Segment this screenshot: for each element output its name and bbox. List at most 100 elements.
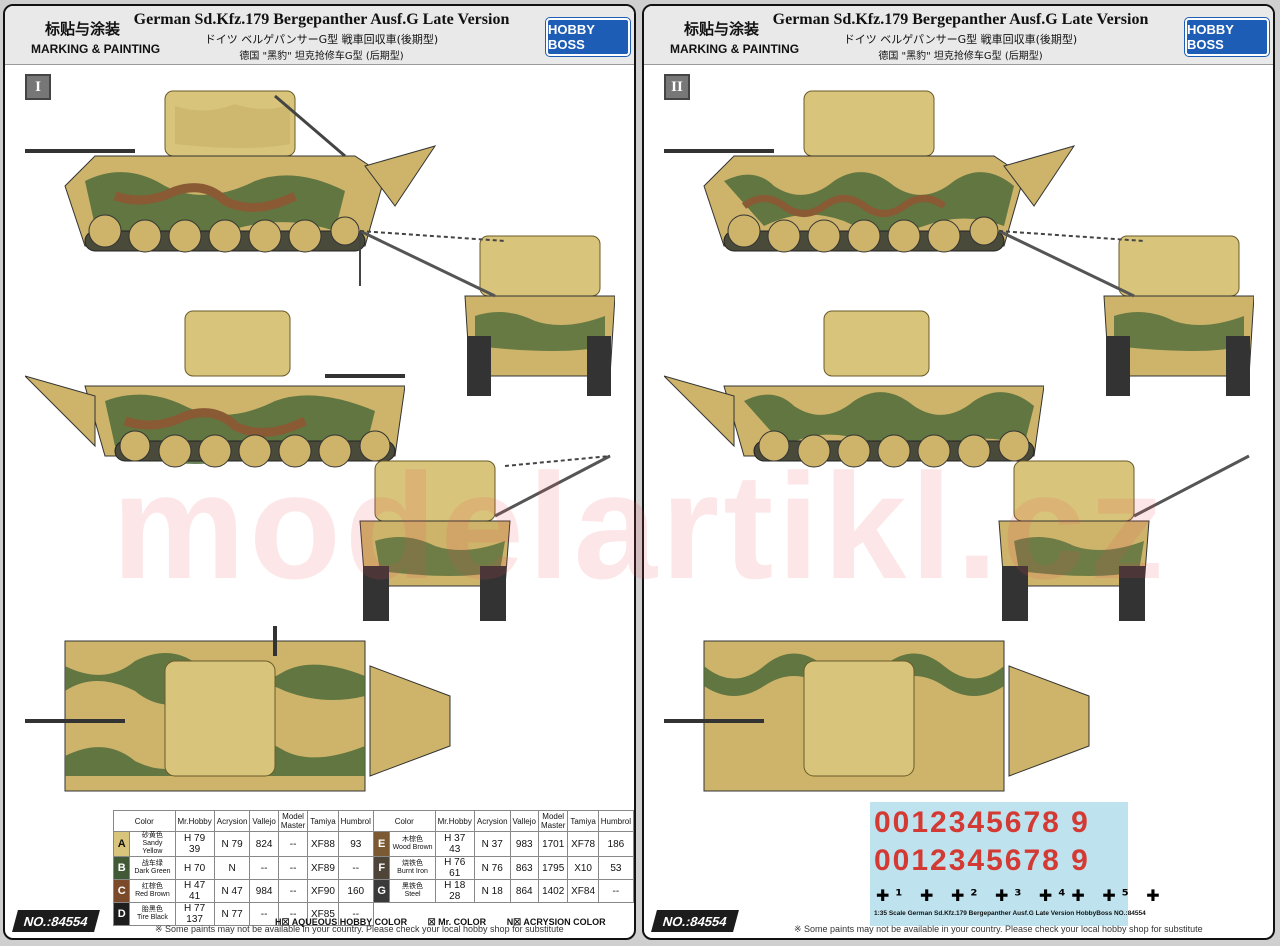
legend-aqueous: H☒ AQUEOUS HOBBY COLOR	[275, 917, 408, 927]
th-acrysion-2: Acrysion	[473, 810, 511, 832]
decal-caption: 1:35 Scale German Sd.Kfz.179 Bergepanthe…	[874, 910, 1146, 917]
cell-hobby: H 77 137	[174, 902, 215, 926]
cell-acrysion: N 79	[213, 831, 251, 857]
swatch-e: E	[372, 831, 391, 857]
cell-hobby: H 76 61	[434, 856, 475, 880]
legend-mrcolor: ☒ Mr. COLOR	[427, 917, 487, 927]
cell-tamiya: XF89	[307, 856, 339, 880]
legend-acrysion: N☒ ACRYSION COLOR	[506, 917, 606, 927]
vehicle-front-view	[998, 229, 1254, 396]
vehicle-top-view	[664, 640, 1090, 792]
product-number: NO.:84554	[651, 910, 739, 932]
th-mrhobby: Mr.Hobby	[174, 810, 215, 832]
th-tamiya: Tamiya	[307, 810, 339, 832]
vehicle-front-view	[359, 229, 615, 396]
cell-humbrol: 186	[597, 831, 634, 857]
cell-acrysion: N 77	[213, 902, 251, 926]
cell-vallejo: --	[249, 902, 279, 926]
swatch-d: D	[112, 902, 131, 926]
th-color-2: Color	[372, 810, 436, 832]
cell-tamiya: X10	[567, 856, 599, 880]
vehicle-rear-view	[359, 454, 611, 621]
cell-tamiya: XF78	[567, 831, 599, 857]
swatch-f: F	[372, 856, 391, 880]
decal-sheet: 0012345678 9 0012345678 9 ✚¹ ✚ ✚² ✚³ ✚⁴✚…	[870, 802, 1160, 926]
cell-vallejo: --	[249, 856, 279, 880]
th-color: Color	[113, 810, 176, 832]
instruction-sheet-2: 标贴与涂装 MARKING & PAINTING German Sd.Kfz.1…	[642, 4, 1275, 940]
color-table-1: Color Mr.Hobby Acrysion Vallejo Model Ma…	[112, 810, 634, 926]
vehicle-side-view-right	[25, 310, 405, 468]
th-vallejo-2: Vallejo	[509, 810, 539, 832]
th-humbrol: Humbrol	[337, 810, 374, 832]
vehicle-side-view-right	[664, 310, 1044, 468]
cell-hobby: H 37 43	[434, 831, 475, 857]
decal-crosses: ✚¹ ✚ ✚² ✚³ ✚⁴✚ ✚⁵ ✚	[876, 886, 1166, 905]
cell-master: 1795	[537, 856, 569, 880]
swatch-a: A	[112, 831, 131, 857]
th-humbrol-2: Humbrol	[597, 810, 634, 832]
cell-acrysion: N 37	[473, 831, 511, 857]
cell-humbrol: --	[337, 856, 374, 880]
th-vallejo: Vallejo	[249, 810, 279, 832]
sheet-header: 标贴与涂装 MARKING & PAINTING German Sd.Kfz.1…	[644, 6, 1273, 65]
model-title-cn: 德国 "黑豹" 坦克抢修车G型 (后期型)	[239, 51, 404, 62]
cell-acrysion: N	[213, 856, 251, 880]
th-modelmaster: Model Master	[277, 810, 309, 832]
cell-humbrol: --	[597, 879, 634, 903]
cell-tamiya: XF85	[307, 902, 339, 926]
cell-master: --	[277, 879, 309, 903]
cell-acrysion: N 18	[473, 879, 511, 903]
instruction-sheet-1: 标贴与涂装 MARKING & PAINTING German Sd.Kfz.1…	[3, 4, 636, 940]
cell-hobby: H 47 41	[174, 879, 215, 903]
model-title-jp: ドイツ ベルゲパンサーG型 戦車回収車(後期型)	[843, 33, 1078, 46]
cell-tamiya: XF90	[307, 879, 339, 903]
cell-master: --	[277, 831, 309, 857]
cell-humbrol: 160	[337, 879, 374, 903]
cell-vallejo: 863	[509, 856, 539, 880]
scheme-badge: II	[664, 74, 690, 100]
cell-vallejo: 824	[249, 831, 279, 857]
product-number: NO.:84554	[12, 910, 100, 932]
model-title-en: German Sd.Kfz.179 Bergepanther Ausf.G La…	[772, 11, 1149, 28]
paint-legend: H☒ AQUEOUS HOBBY COLOR ☒ Mr. COLOR N☒ AC…	[275, 917, 624, 928]
cell-acrysion: N 47	[213, 879, 251, 903]
cell-humbrol: --	[337, 902, 374, 926]
swatch-c: C	[112, 879, 131, 903]
model-title-cn: 德国 "黑豹" 坦克抢修车G型 (后期型)	[878, 51, 1043, 62]
scheme-badge: I	[25, 74, 51, 100]
cell-hobby: H 70	[174, 856, 215, 880]
marking-title-cn: 标贴与涂装	[684, 20, 760, 38]
cell-tamiya: XF88	[307, 831, 339, 857]
marking-title-cn: 标贴与涂装	[45, 20, 121, 38]
cell-hobby: H 18 28	[434, 879, 475, 903]
th-tamiya-2: Tamiya	[567, 810, 599, 832]
decal-digits-row-2: 0012345678 9	[874, 844, 1090, 877]
cell-master: --	[277, 902, 309, 926]
cell-tamiya: XF84	[567, 879, 599, 903]
vehicle-top-view	[25, 626, 451, 792]
vehicle-rear-view	[998, 454, 1250, 621]
th-mrhobby-2: Mr.Hobby	[434, 810, 475, 832]
sheet-header: 标贴与涂装 MARKING & PAINTING German Sd.Kfz.1…	[5, 6, 634, 65]
hobbyboss-logo: HOBBY BOSS	[546, 18, 630, 56]
cell-master: --	[277, 856, 309, 880]
cell-master: 1701	[537, 831, 569, 857]
cell-vallejo: 983	[509, 831, 539, 857]
th-modelmaster-2: Model Master	[537, 810, 569, 832]
model-title-jp: ドイツ ベルゲパンサーG型 戦車回収車(後期型)	[204, 33, 439, 46]
decal-digits-row-1: 0012345678 9	[874, 806, 1090, 839]
vehicle-side-view-left	[664, 90, 1076, 253]
vehicle-side-view-left	[25, 90, 437, 253]
